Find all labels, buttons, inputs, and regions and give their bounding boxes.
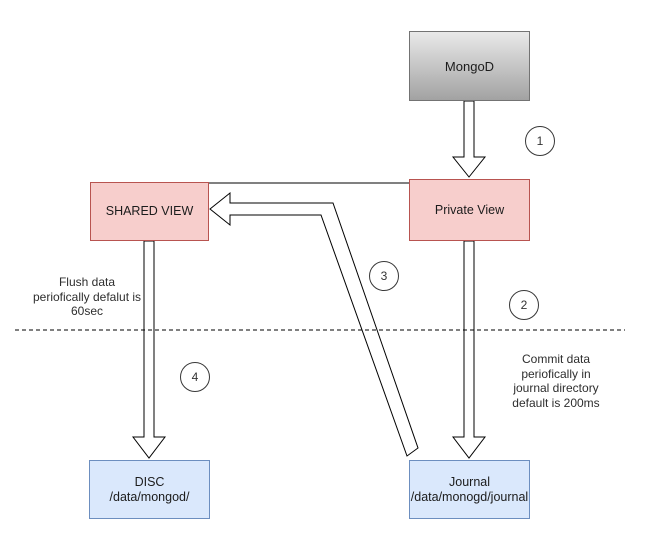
step-badge-4: 4 [180,362,210,392]
node-disc: DISC /data/mongod/ [89,460,210,519]
arrow-shared-view-to-disc [131,240,167,459]
node-shared-view: SHARED VIEW [90,182,209,241]
step-badge-1: 1 [525,126,555,156]
node-disc-path: /data/mongod/ [109,489,190,504]
arrow-private-view-to-journal [451,240,487,459]
node-disc-title: DISC [134,474,165,489]
annotation-flush-periodically: Flush data periofically defalut is 60sec [32,275,142,318]
node-mongod: MongoD [409,31,530,101]
step-badge-3: 3 [369,261,399,291]
step-badge-2: 2 [509,290,539,320]
node-journal-title: Journal [449,474,490,489]
node-journal-path: /data/monogd/journal [410,489,529,504]
node-journal: Journal /data/monogd/journal [409,460,530,519]
node-mongod-label: MongoD [444,58,495,74]
arrow-journal-to-shared-view [209,191,419,457]
node-private-view-label: Private View [434,202,505,217]
annotation-commit-periodically: Commit data periofically in journal dire… [512,352,600,410]
node-shared-view-label: SHARED VIEW [105,204,194,218]
arrow-mongod-to-private-view [451,100,487,178]
node-private-view: Private View [409,179,530,241]
